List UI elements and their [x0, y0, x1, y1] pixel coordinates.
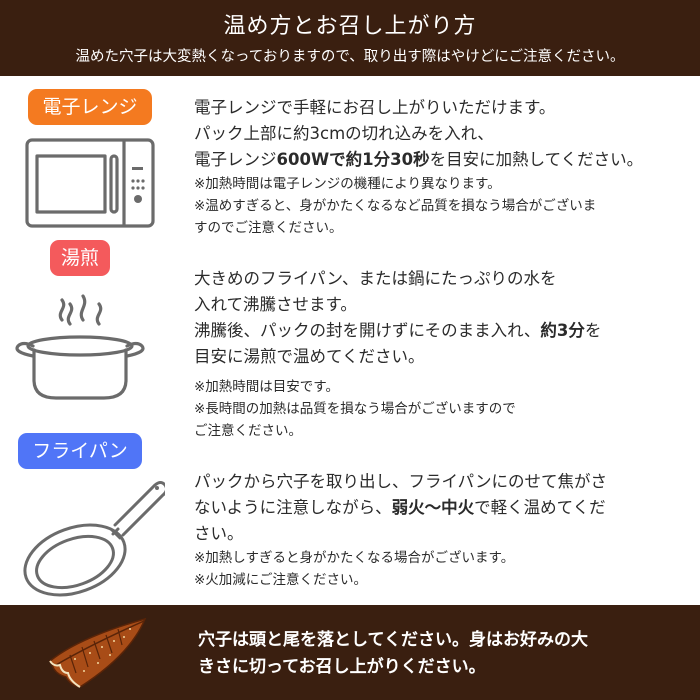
instruction-line: さい。	[194, 524, 244, 543]
instruction-line: 沸騰後、パックの封を開けずにそのまま入れ、約3分を	[194, 321, 602, 340]
instruction-line: 電子レンジで手軽にお召し上がりいただけます。	[194, 98, 556, 117]
frying-pan-badge: フライパン	[18, 433, 142, 469]
footer-line: 穴子は頭と尾を落としてください。身はお好みの大	[198, 630, 588, 650]
note-line: ※加熱しすぎると身がかたくなる場合がございます。	[194, 550, 515, 566]
footer-banner: 穴子は頭と尾を落としてください。身はお好みの大 きさに切ってお召し上がりください…	[0, 605, 700, 700]
microwave-badge: 電子レンジ	[28, 89, 152, 125]
page-title: 温め方とお召し上がり方	[223, 14, 477, 39]
note-line: ※加熱時間は目安です。	[194, 379, 339, 395]
pot-icon	[15, 294, 145, 400]
instruction-line: ないように注意しながら、弱火〜中火で軽く温めてくだ	[194, 498, 606, 517]
note-line: ※長時間の加熱は品質を損なう場合がございますので	[194, 401, 516, 417]
instruction-line: 目安に湯煎で温めてください。	[194, 347, 425, 366]
note-line: すのでご注意ください。	[194, 220, 343, 236]
highlight-heat: 弱火〜中火	[391, 498, 475, 517]
note-line: ※温めすぎると、身がかたくなるなど品質を損なう場合がございま	[194, 198, 597, 214]
frying-pan-icon	[23, 481, 165, 597]
instruction-line: パックから穴子を取り出し、フライパンにのせて焦がさ	[194, 472, 607, 491]
instruction-line: パック上部に約3cmの切れ込みを入れ、	[194, 124, 494, 143]
header-banner: 温め方とお召し上がり方 温めた穴子は大変熱くなっておりますので、取り出す際はやけ…	[0, 0, 700, 76]
note-line: ※火加減にご注意ください。	[194, 572, 368, 588]
instruction-line: 入れて沸騰させます。	[194, 295, 357, 314]
yusen-instructions: 大きめのフライパン、または鍋にたっぷりの水を 入れて沸騰させます。 沸騰後、パッ…	[194, 266, 694, 442]
frying-pan-instructions: パックから穴子を取り出し、フライパンにのせて焦がさ ないように注意しながら、弱火…	[194, 469, 694, 591]
yusen-badge: 湯煎	[50, 240, 110, 276]
footer-instructions: 穴子は頭と尾を落としてください。身はお好みの大 きさに切ってお召し上がりください…	[198, 627, 588, 681]
highlight-time: 600Wで約1分30秒	[276, 150, 430, 169]
microwave-icon	[25, 138, 155, 228]
highlight-time: 約3分	[540, 321, 585, 340]
instruction-line: 大きめのフライパン、または鍋にたっぷりの水を	[194, 269, 557, 288]
page-subtitle-warning: 温めた穴子は大変熱くなっておりますので、取り出す際はやけどにご注意ください。	[75, 49, 625, 65]
microwave-instructions: 電子レンジで手軽にお召し上がりいただけます。 パック上部に約3cmの切れ込みを入…	[194, 95, 694, 239]
grilled-eel-icon	[49, 617, 147, 688]
footer-line: きさに切ってお召し上がりください。	[198, 657, 486, 677]
note-line: ご注意ください。	[194, 423, 302, 439]
instruction-line: 電子レンジ600Wで約1分30秒を目安に加熱してください。	[194, 150, 644, 169]
note-line: ※加熱時間は電子レンジの機種により異なります。	[194, 176, 501, 192]
